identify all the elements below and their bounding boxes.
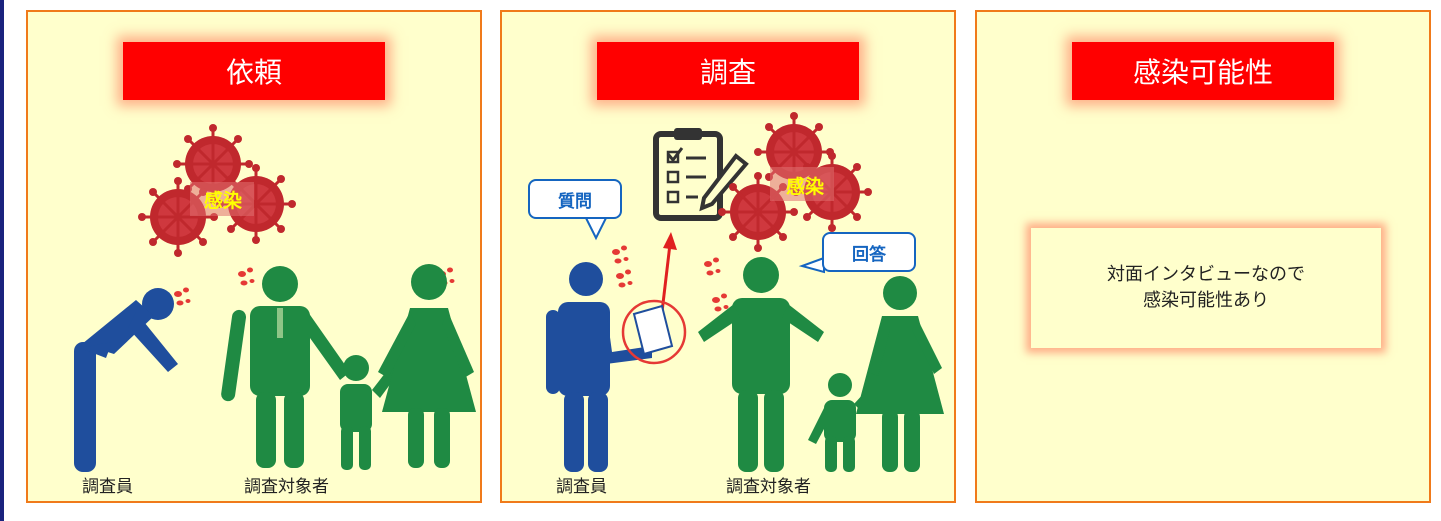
bowing-investigator-icon (74, 288, 178, 472)
mother-icon (378, 264, 476, 468)
virus-label: 感染 (786, 176, 825, 198)
infection-note-box: 対面インタビューなので 感染可能性あり (1031, 228, 1381, 348)
question-bubble: 質問 (528, 179, 622, 219)
survey-scene (546, 110, 944, 472)
child-icon (340, 354, 408, 470)
panel-title: 調査 (597, 42, 859, 100)
answer-bubble: 回答 (822, 232, 916, 272)
note-line: 対面インタビューなので (1107, 264, 1305, 285)
paper-icon (621, 299, 687, 365)
droplets-icon (612, 245, 729, 312)
checklist-icon (653, 128, 749, 221)
panel-title: 感染可能性 (1072, 42, 1334, 100)
request-scene (74, 122, 476, 472)
mother-icon (856, 276, 944, 472)
panel-title: 依頼 (123, 42, 385, 100)
father-icon (221, 266, 350, 468)
panel-request: 依頼 (26, 10, 482, 503)
virus-label: 感染 (204, 190, 243, 212)
investigator-label: 調査員 (556, 477, 607, 497)
arrow-icon (660, 232, 677, 313)
subjects-label: 調査対象者 (726, 477, 811, 497)
left-accent-rule (0, 0, 4, 521)
father-icon (698, 257, 824, 472)
panel-survey: 調査 (500, 10, 956, 503)
panel-infection-risk: 感染可能性 対面インタビューなので 感染可能性あり (975, 10, 1431, 503)
investigator-icon (546, 262, 652, 472)
note-line: 感染可能性あり (1143, 290, 1269, 311)
subjects-label: 調査対象者 (244, 477, 329, 497)
investigator-label: 調査員 (82, 477, 133, 497)
